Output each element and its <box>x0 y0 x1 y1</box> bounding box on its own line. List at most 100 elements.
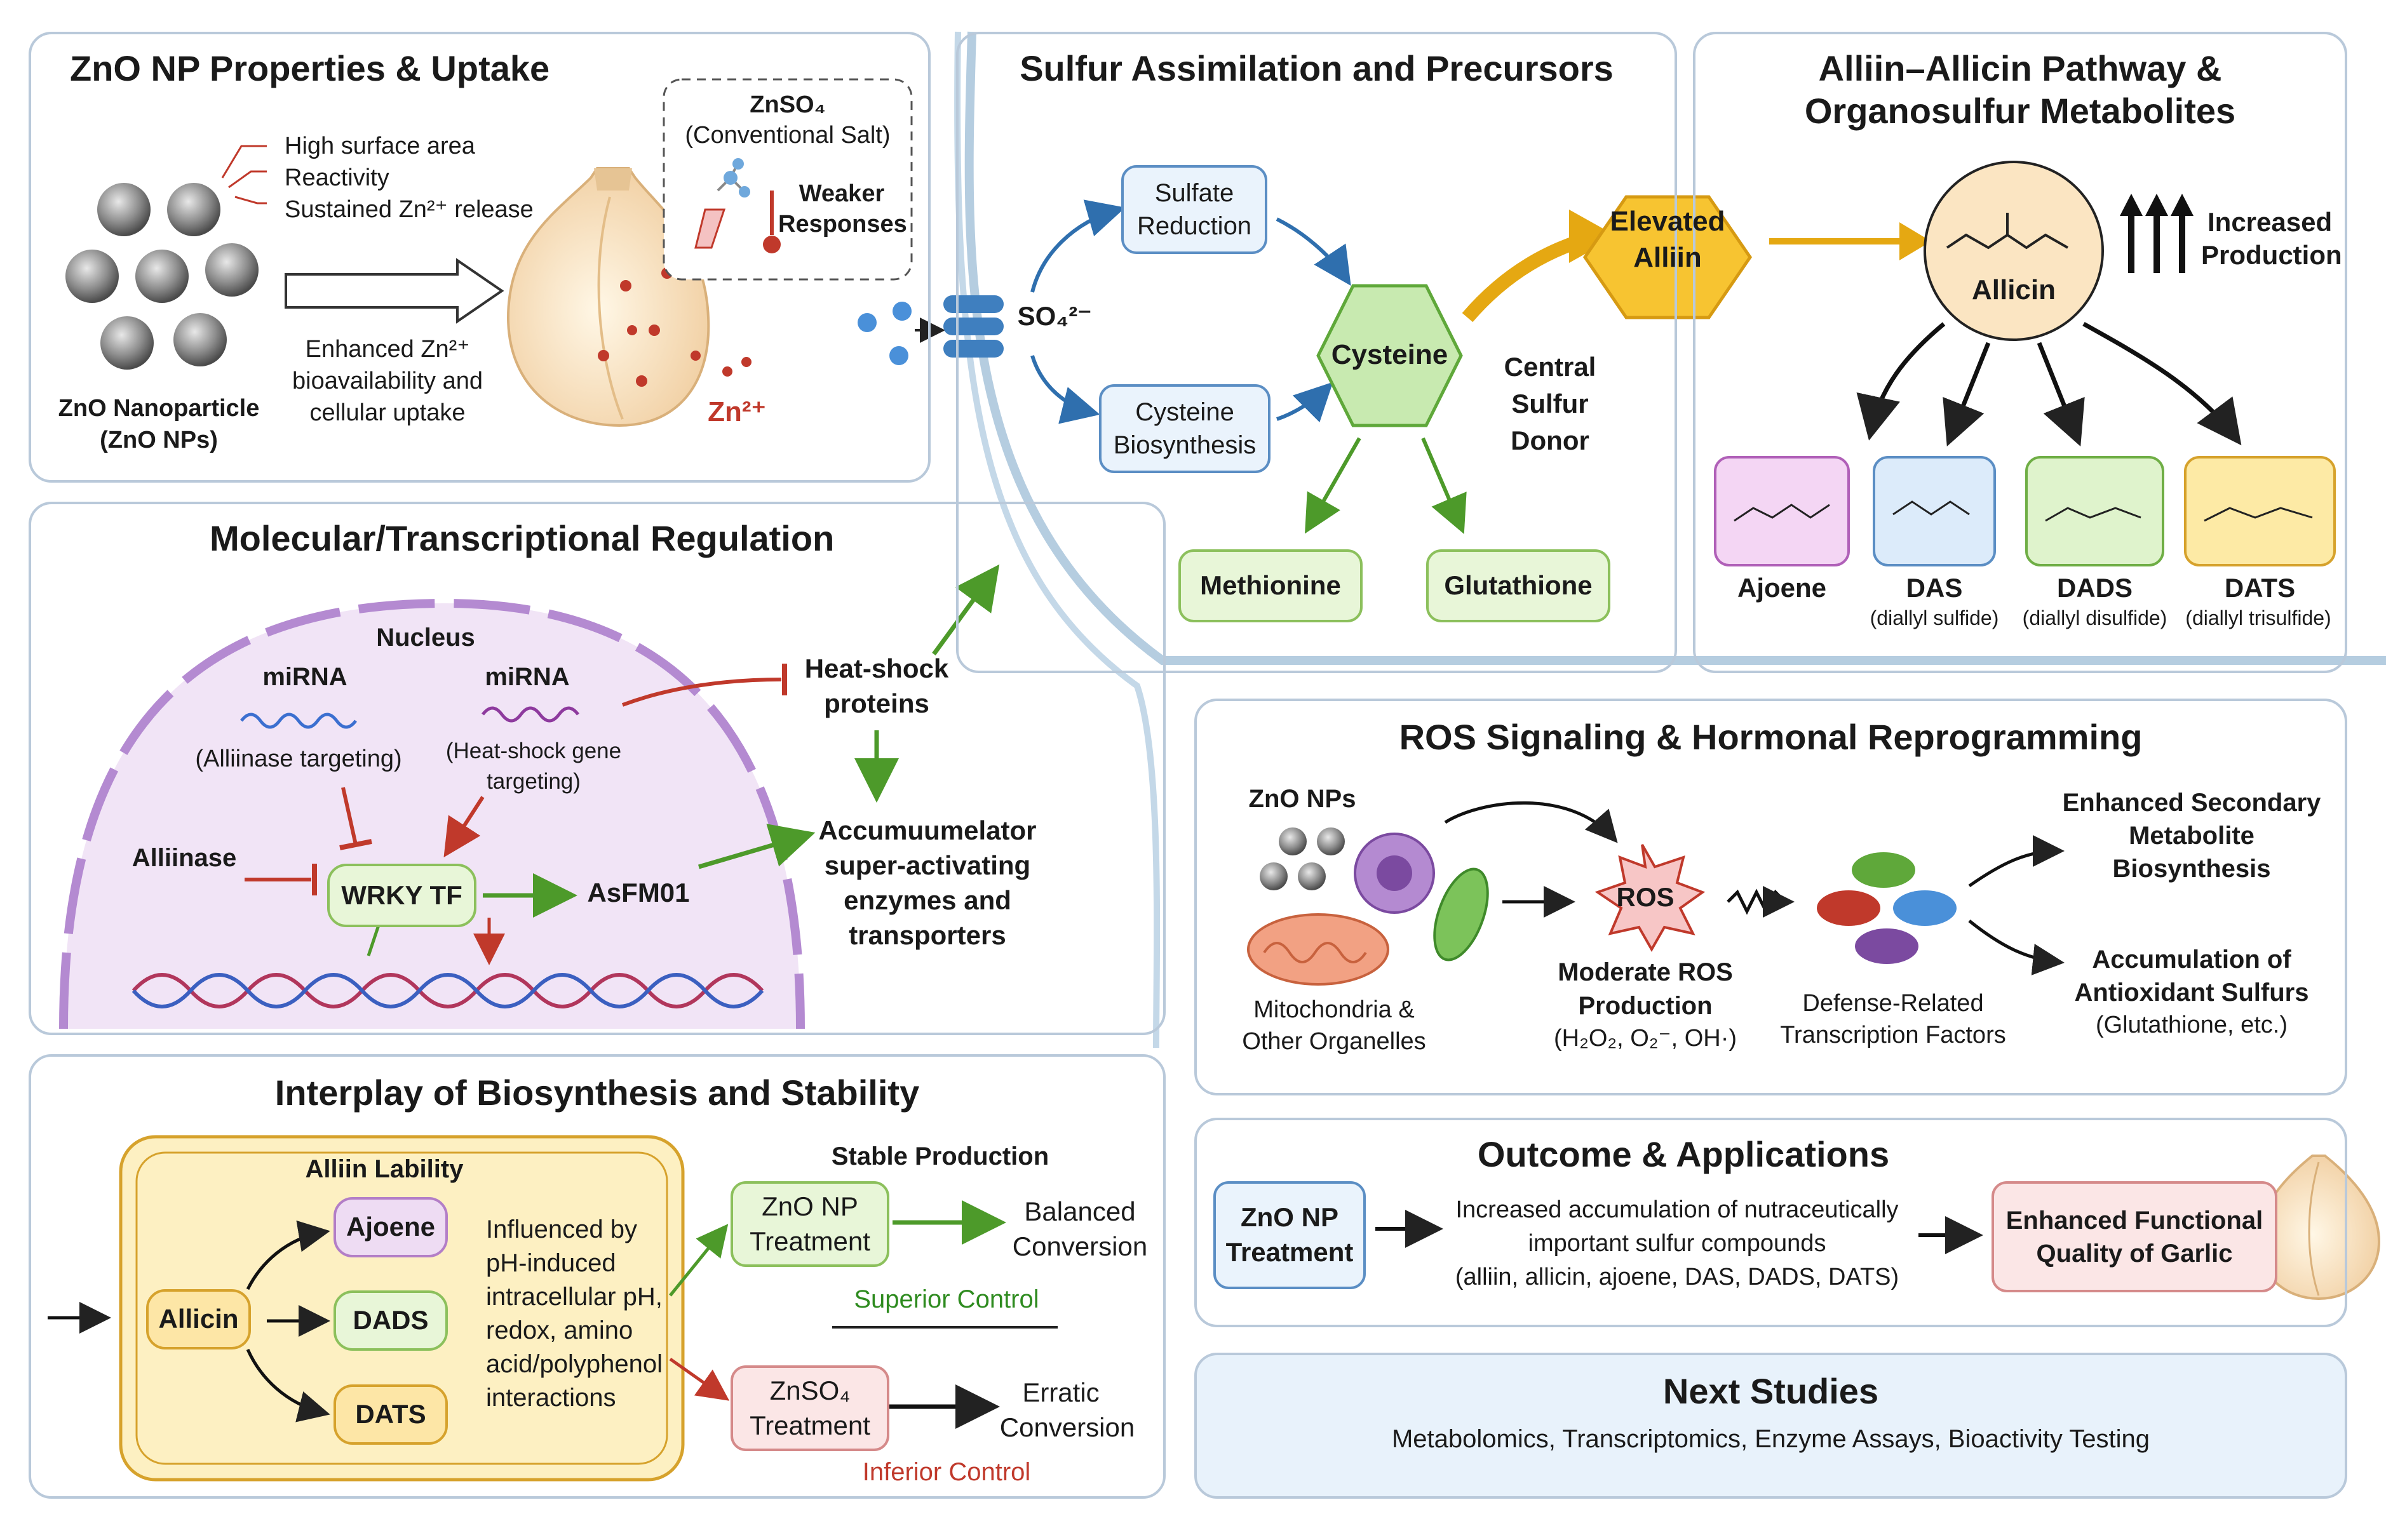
ajoene-label: Ajoene <box>1737 573 1827 603</box>
nucleus-label: Nucleus <box>376 624 475 652</box>
acc-label-3: enzymes and <box>844 885 1011 915</box>
interplay-dats-box: DATS <box>334 1384 448 1445</box>
inferior-control-label: Inferior Control <box>862 1458 1031 1486</box>
zno-nanoparticles <box>65 183 259 370</box>
influence-line-4: redox, amino <box>486 1316 633 1344</box>
garlic-bulb-icon <box>2256 1155 2381 1301</box>
outcome-zno-line-1: ZnO NP <box>1241 1202 1338 1233</box>
sulfur-panel-title: Sulfur Assimilation and Precursors <box>1020 48 1614 88</box>
wrky-tf-box: WRKY TF <box>327 864 476 927</box>
central-line-1: Central <box>1504 352 1596 382</box>
enhanced-line-3: cellular uptake <box>309 399 466 426</box>
interplay-ajoene-box: Ajoene <box>334 1197 448 1257</box>
functional-quality-line-2: Quality of Garlic <box>2036 1239 2233 1268</box>
salt-molecule-icon <box>694 158 750 249</box>
mito-label-1: Mitochondria & <box>1253 996 1415 1023</box>
znso4-treatment-line-1: ZnSO₄ <box>769 1375 851 1405</box>
outcome-text-1: Increased accumulation of nutraceuticall… <box>1455 1196 1899 1223</box>
asfm01-label: AsFM01 <box>587 878 690 907</box>
mirna-2-icon <box>482 706 579 723</box>
panel-interplay <box>29 1054 1166 1499</box>
dna-helix-icon <box>131 973 764 1008</box>
increased-label: Increased <box>2207 207 2333 237</box>
property-reactivity: Reactivity <box>285 164 389 191</box>
erratic-line-1: Erratic <box>1022 1377 1100 1407</box>
defense-tf-2: Transcription Factors <box>1780 1022 2006 1048</box>
sulfate-reduction-box: Sulfate Reduction <box>1121 165 1267 254</box>
mito-label-2: Other Organelles <box>1242 1028 1426 1055</box>
interplay-dads-box: DADS <box>334 1290 448 1351</box>
mirna-1-icon <box>240 713 357 729</box>
interplay-panel-title: Interplay of Biosynthesis and Stability <box>274 1073 920 1113</box>
influence-line-3: intracellular pH, <box>486 1283 663 1311</box>
secondary-metabolite-1: Enhanced Secondary <box>2062 789 2321 817</box>
dats-label: DATS <box>2224 573 2296 603</box>
balanced-line-1: Balanced <box>1024 1196 1136 1226</box>
secondary-metabolite-2: Metabolite <box>2129 822 2255 850</box>
outcome-text-3: (alliin, allicin, ajoene, DAS, DADS, DAT… <box>1455 1264 1899 1290</box>
molecular-panel-title: Molecular/Transcriptional Regulation <box>210 518 835 558</box>
zno-treatment-box: ZnO NP Treatment <box>731 1181 889 1267</box>
superior-control-label: Superior Control <box>854 1285 1039 1313</box>
allicin-circle <box>1924 161 2104 341</box>
chloroplast-icon <box>1433 867 1489 961</box>
so4-label: SO₄²⁻ <box>1017 301 1092 331</box>
das-label: DAS <box>1906 573 1963 603</box>
antioxidant-2: Antioxidant Sulfurs <box>2074 979 2309 1007</box>
ros-panel-title: ROS Signaling & Hormonal Reprogramming <box>1399 717 2143 757</box>
property-zn-release: Sustained Zn²⁺ release <box>285 196 534 223</box>
zno-panel-title: ZnO NP Properties & Uptake <box>70 48 550 88</box>
outcome-text-2: important sulfur compounds <box>1528 1230 1826 1257</box>
znso4-treatment-box: ZnSO₄ Treatment <box>731 1365 889 1451</box>
znso4-treatment-line-2: Treatment <box>750 1410 870 1440</box>
antioxidant-1: Accumulation of <box>2092 946 2291 974</box>
zno-treatment-line-1: ZnO NP <box>762 1191 858 1221</box>
stable-production-label: Stable Production <box>831 1142 1049 1170</box>
enhanced-line-2: bioavailability and <box>292 368 483 394</box>
influence-line-2: pH-induced <box>486 1249 616 1277</box>
zno-treatment-line-2: Treatment <box>750 1226 870 1256</box>
alliinase-label: Alliinase <box>131 844 237 872</box>
panel-outcome <box>1194 1118 2347 1327</box>
functional-quality-box: Enhanced Functional Quality of Garlic <box>1992 1181 2277 1292</box>
central-line-2: Sulfur <box>1511 389 1589 418</box>
np-label-2: (ZnO NPs) <box>100 427 218 453</box>
erratic-line-2: Conversion <box>999 1412 1135 1442</box>
property-surface-area: High surface area <box>285 133 475 159</box>
hsp-label-1: Heat-shock <box>804 653 949 683</box>
mirna-2-target-2: targeting) <box>487 769 581 794</box>
allicin-label: Allicin <box>1971 274 2056 305</box>
acc-label-2: super-activating <box>824 850 1031 880</box>
secondary-metabolite-3: Biosynthesis <box>2112 855 2271 883</box>
interplay-allicin-box: Allicin <box>146 1289 251 1349</box>
mirna-2-target-1: (Heat-shock gene <box>445 739 622 763</box>
outcome-zno-line-2: Treatment <box>1225 1237 1354 1267</box>
ros-burst-icon <box>1594 844 1706 953</box>
mirna-1-label: miRNA <box>262 663 347 691</box>
antioxidant-3: (Glutathione, etc.) <box>2095 1012 2288 1038</box>
mirna-1-target: (Alliinase targeting) <box>195 746 402 772</box>
increase-arrows-icon <box>2120 194 2194 273</box>
ros-label: ROS <box>1616 882 1675 912</box>
outcome-zno-box: ZnO NP Treatment <box>1213 1181 1366 1289</box>
ros-species: (H₂O₂, O₂⁻, OH·) <box>1553 1025 1737 1052</box>
outcome-panel-title: Outcome & Applications <box>1477 1134 1890 1174</box>
panel-zno-uptake <box>29 32 931 483</box>
enhanced-line-1: Enhanced Zn²⁺ <box>305 336 470 363</box>
alliin-panel-title-1: Alliin–Allicin Pathway & <box>1818 48 2222 88</box>
mirna-2-label: miRNA <box>485 663 570 691</box>
conventional-salt-label: (Conventional Salt) <box>685 122 891 149</box>
glutathione-box: Glutathione <box>1426 549 1610 622</box>
cysteine-biosynthesis-box: Cysteine Biosynthesis <box>1099 384 1271 473</box>
panel-next-studies <box>1194 1353 2347 1499</box>
alliin-lability-label: Alliin Lability <box>305 1155 464 1183</box>
panel-molecular-regulation <box>29 502 1166 1035</box>
moderate-ros-1: Moderate ROS <box>1558 958 1733 986</box>
central-line-3: Donor <box>1511 425 1589 455</box>
np-label-1: ZnO Nanoparticle <box>58 395 260 422</box>
moderate-ros-2: Production <box>1578 992 1713 1020</box>
production-label: Production <box>2201 240 2342 270</box>
next-studies-title: Next Studies <box>1662 1371 1879 1411</box>
hsp-label-2: proteins <box>824 688 929 718</box>
